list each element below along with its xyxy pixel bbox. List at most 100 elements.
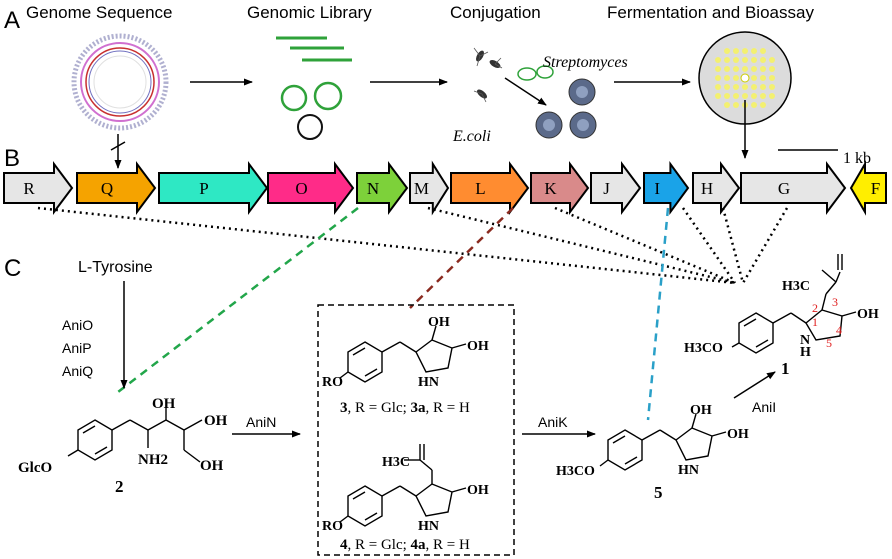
plate-well <box>751 57 757 63</box>
bioassay-plate-icon <box>698 31 792 125</box>
plate-well <box>715 93 721 99</box>
compound-4-ro: RO <box>322 519 343 534</box>
gene-label-f: F <box>871 179 880 198</box>
compound-1-position-3: 3 <box>832 295 838 309</box>
gene-label-i: I <box>654 179 660 198</box>
plate-well <box>724 66 730 72</box>
compound-5-oh-1: OH <box>690 403 712 418</box>
plate-well <box>751 93 757 99</box>
compound-3-structure <box>339 325 467 383</box>
plate-well <box>751 84 757 90</box>
compound-3-oh-2: OH <box>467 339 489 354</box>
step-fermentation-bioassay: Fermentation and Bioassay <box>607 3 814 22</box>
plate-well <box>769 66 775 72</box>
plate-well <box>724 93 730 99</box>
step-genomic-library: Genomic Library <box>247 3 372 22</box>
plate-well <box>769 84 775 90</box>
arrow-5-to-1 <box>733 371 776 399</box>
plate-well <box>760 66 766 72</box>
gene-arrow-g <box>740 161 847 215</box>
compound-1-position-1: 1 <box>812 315 818 329</box>
compound-3-nh: HN <box>418 375 439 390</box>
compound-3-oh-1: OH <box>428 315 450 330</box>
genomic-library-icon <box>276 36 352 140</box>
compound-2-oh-1: OH <box>152 396 176 412</box>
gene-arrow-m <box>409 160 450 216</box>
compound-3a-num: 3a <box>411 400 427 416</box>
enzyme-anii: AniI <box>752 399 776 415</box>
compound-2-oh-3: OH <box>200 458 224 474</box>
ecoli-label: E.coli <box>452 128 491 145</box>
gene-arrow-n <box>356 161 409 215</box>
compound-4-num: 4 <box>340 537 348 553</box>
compound-4-caption: 4, R = Glc; 4a, R = H <box>340 537 470 553</box>
gene-label-l: L <box>475 179 485 198</box>
plate-well <box>760 93 766 99</box>
compound-4-r-glc: , R = Glc; <box>348 537 411 553</box>
compound-4-r-h: , R = H <box>426 537 470 553</box>
plate-well <box>724 75 730 81</box>
plate-well <box>742 66 748 72</box>
plate-well <box>715 75 721 81</box>
plate-well <box>751 75 757 81</box>
gene-arrow-h <box>692 161 741 215</box>
streptomyces-colonies-icon <box>535 78 597 139</box>
compound-2-oh-2: OH <box>204 413 228 429</box>
plate-well <box>733 57 739 63</box>
plate-well <box>724 84 730 90</box>
plate-well <box>760 48 766 54</box>
gene-label-n: N <box>367 179 379 198</box>
plate-well <box>733 75 739 81</box>
plate-well <box>733 84 739 90</box>
gene-arrow-j <box>590 161 642 215</box>
plate-well <box>733 93 739 99</box>
plate-well <box>760 57 766 63</box>
gene-arrow-f <box>849 160 887 216</box>
plate-well <box>751 48 757 54</box>
plate-well <box>715 66 721 72</box>
plate-well <box>724 57 730 63</box>
compound-1-n: N <box>800 333 810 348</box>
compound-1-h: H <box>800 345 811 360</box>
plate-well <box>724 102 730 108</box>
plate-well <box>742 93 748 99</box>
streptomyces-label: Streptomyces <box>543 54 628 71</box>
compound-4a-num: 4a <box>411 537 427 553</box>
compound-4-h3c: H3C <box>382 455 410 470</box>
compound-5-nh: HN <box>678 463 699 478</box>
compound-2-number: 2 <box>115 477 124 496</box>
compound-3-r-h: , R = H <box>426 400 470 416</box>
compound-2-nh2: NH2 <box>138 452 168 468</box>
ecoli-cells-icon <box>473 47 503 103</box>
compound-4-nh: HN <box>418 519 439 534</box>
gene-label-m: M <box>414 179 429 198</box>
gene-label-k: K <box>544 179 557 198</box>
compound-1-number: 1 <box>781 359 790 378</box>
gene-label-r: R <box>23 179 35 198</box>
panel-label-b: B <box>4 145 20 172</box>
plate-well <box>724 48 730 54</box>
compound-4-oh: OH <box>467 483 489 498</box>
compound-3-ro: RO <box>322 375 343 390</box>
plate-well <box>760 75 766 81</box>
compound-3-caption: 3, R = Glc; 3a, R = H <box>340 400 470 416</box>
panel-label-c: C <box>4 255 21 282</box>
plate-well <box>769 93 775 99</box>
plate-well <box>733 48 739 54</box>
plate-well <box>760 84 766 90</box>
plate-well <box>733 66 739 72</box>
l-tyrosine-label: L-Tyrosine <box>78 259 153 276</box>
gene-arrow-k <box>530 161 590 215</box>
gene-arrow-o <box>267 161 355 215</box>
knockout-mark <box>110 141 126 151</box>
compound-3-num: 3 <box>340 400 348 416</box>
plate-well <box>769 57 775 63</box>
gene-arrow-i <box>643 160 690 216</box>
scale-bar-label: 1 kb <box>843 150 871 167</box>
compound-1-oh: OH <box>857 307 879 322</box>
enzyme-anio: AniO <box>62 317 93 333</box>
compound-1-position-5: 5 <box>826 336 832 350</box>
